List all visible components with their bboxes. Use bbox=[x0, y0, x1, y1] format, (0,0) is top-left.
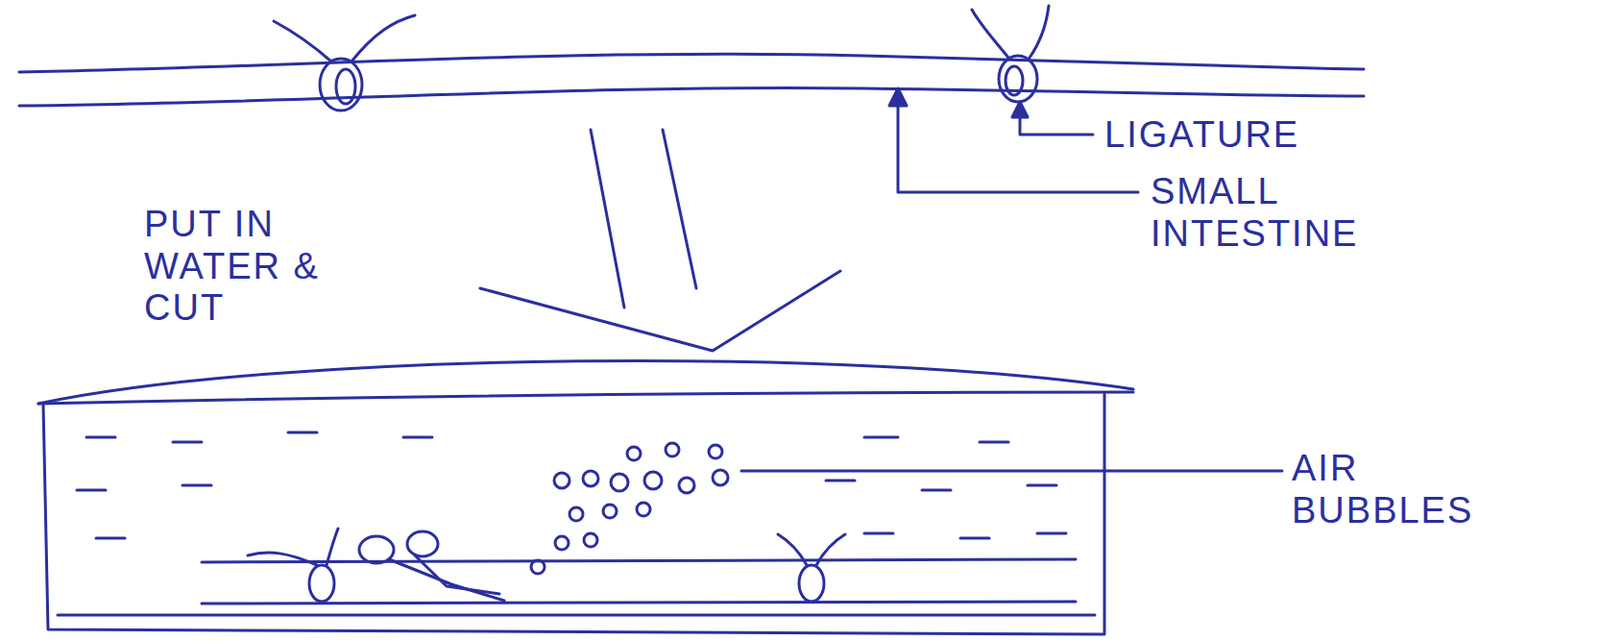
ligature-thread bbox=[971, 9, 1009, 58]
ligature bbox=[971, 5, 1049, 102]
bubble bbox=[627, 446, 641, 461]
part-label: LIGATURE bbox=[1104, 114, 1412, 157]
leader-line bbox=[1019, 107, 1093, 135]
intestine-wall bbox=[57, 613, 1095, 617]
ligature-knot bbox=[799, 564, 825, 602]
intestine-wall bbox=[19, 53, 1364, 73]
intestine-wall bbox=[201, 601, 1076, 604]
ligature-thread bbox=[1029, 5, 1049, 58]
bubble bbox=[569, 507, 583, 521]
leader-line bbox=[897, 96, 1139, 193]
ligature-knot bbox=[309, 564, 335, 602]
water-dash bbox=[86, 432, 1009, 442]
arrowhead bbox=[1012, 101, 1028, 118]
bubble bbox=[555, 535, 569, 550]
scissors-handle bbox=[407, 531, 438, 557]
ligature bbox=[273, 15, 415, 111]
part-label: AIR BUBBLES bbox=[1291, 447, 1504, 532]
instruction-label: PUT IN WATER & CUT bbox=[144, 203, 365, 330]
container-rim bbox=[38, 360, 1134, 404]
arrowhead bbox=[889, 88, 907, 106]
ligature-thread bbox=[247, 552, 317, 565]
ligature-thread bbox=[351, 15, 415, 62]
small-intestine bbox=[19, 53, 1364, 106]
ligature-knot bbox=[319, 58, 363, 111]
ligature-thread bbox=[777, 533, 807, 565]
water-dash bbox=[96, 533, 1067, 538]
scissors-blade bbox=[414, 555, 500, 594]
water-surface bbox=[76, 432, 1067, 538]
bubble bbox=[708, 444, 723, 459]
arrow-shaft bbox=[590, 129, 625, 308]
water-container bbox=[38, 360, 1134, 634]
ligature bbox=[777, 533, 846, 602]
scissors-blade bbox=[388, 558, 505, 601]
container-wall bbox=[43, 393, 1105, 634]
bubble bbox=[610, 473, 629, 491]
leader-line bbox=[741, 469, 1283, 473]
arrow-head bbox=[480, 270, 841, 351]
bubble bbox=[665, 442, 679, 457]
bubble bbox=[583, 533, 598, 547]
ligature-thread bbox=[326, 528, 339, 565]
arrow-shaft bbox=[662, 129, 697, 289]
bubble bbox=[644, 471, 662, 489]
intestine-wall bbox=[201, 558, 1076, 562]
bubble bbox=[712, 469, 728, 485]
ligature-knot bbox=[336, 69, 356, 104]
air-bubbles bbox=[531, 442, 728, 574]
scissors bbox=[359, 531, 505, 601]
bubble bbox=[554, 472, 570, 488]
ligature bbox=[247, 528, 339, 602]
bubble bbox=[531, 559, 545, 574]
ligature-thread bbox=[273, 21, 332, 62]
ligature-knot bbox=[998, 55, 1038, 102]
bubble bbox=[603, 504, 617, 518]
ligature-knot bbox=[1005, 66, 1023, 96]
bubble bbox=[582, 470, 599, 486]
small-intestine bbox=[57, 558, 1095, 615]
bubble bbox=[636, 502, 651, 516]
ligature-thread bbox=[816, 533, 846, 565]
intestine-wall bbox=[19, 87, 1364, 106]
container-rim bbox=[38, 391, 1134, 404]
part-label: SMALL INTESTINE bbox=[1150, 170, 1401, 255]
bubble bbox=[678, 477, 695, 493]
